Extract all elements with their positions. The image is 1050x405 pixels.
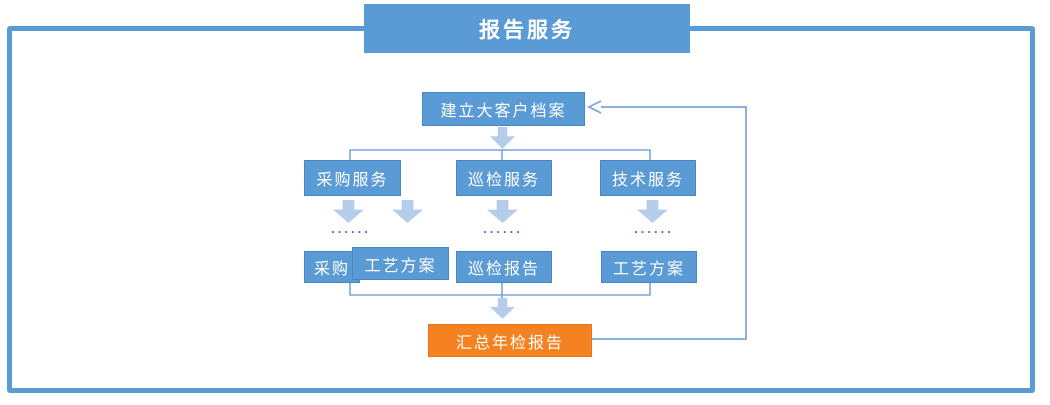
node-procurement-service-label: 采购服务 bbox=[316, 172, 389, 189]
node-technical-service: 技术服务 bbox=[600, 160, 696, 196]
node-inspection-service: 巡检服务 bbox=[456, 160, 552, 196]
node-summary-report-label: 汇总年检报告 bbox=[455, 334, 564, 352]
node-procurement-output: 采购 bbox=[304, 251, 360, 283]
node-customer-archive-label: 建立大客户档案 bbox=[440, 103, 567, 120]
node-process-plan-left-label: 工艺方案 bbox=[364, 257, 437, 275]
node-technical-service-label: 技术服务 bbox=[611, 172, 684, 189]
node-summary-report: 汇总年检报告 bbox=[428, 324, 592, 357]
ellipsis-dots: ...... bbox=[634, 221, 674, 236]
title-text: 报告服务 bbox=[479, 18, 575, 42]
node-customer-archive: 建立大客户档案 bbox=[422, 92, 585, 126]
node-procurement-service: 采购服务 bbox=[304, 160, 401, 196]
node-process-plan-left: 工艺方案 bbox=[352, 247, 449, 280]
node-inspection-report-label: 巡检报告 bbox=[467, 261, 540, 278]
node-inspection-report: 巡检报告 bbox=[456, 251, 552, 283]
node-procurement-output-label: 采购 bbox=[313, 261, 350, 278]
node-process-plan-right: 工艺方案 bbox=[601, 251, 697, 283]
node-process-plan-right-label: 工艺方案 bbox=[612, 261, 685, 278]
node-inspection-service-label: 巡检服务 bbox=[467, 172, 540, 189]
ellipsis-dots: ...... bbox=[483, 221, 523, 236]
title-banner: 报告服务 bbox=[364, 4, 690, 53]
ellipsis-dots: ...... bbox=[331, 221, 371, 236]
